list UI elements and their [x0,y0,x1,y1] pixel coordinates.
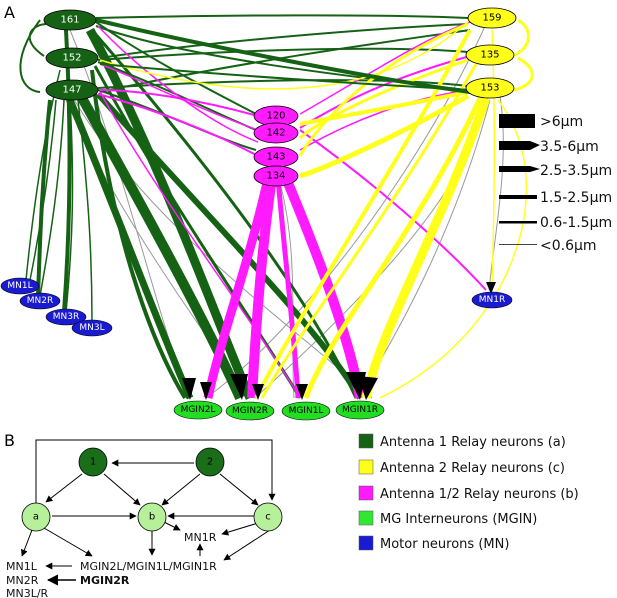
panel-letter-b: B [4,431,15,450]
width-legend-bar-6 [499,244,537,245]
schem-target-mn1r: MN1R [184,531,217,544]
mgin-nodes: MGIN2L MGIN2R MGIN1L MGIN1R [173,400,385,421]
color-legend-label-2: Antenna 2 Relay neurons (c) [380,461,565,476]
node-label-152: 152 [62,53,81,64]
network-edges [19,14,534,401]
schem-node-b: b [149,512,155,523]
schem-target-mn2r: MN2R [6,574,39,587]
node-label-147: 147 [62,85,81,96]
color-legend-label-5: Motor neurons (MN) [380,537,509,552]
panel-letter-a: A [4,3,15,22]
schem-target-mgin-all: MGIN2L/MGIN1L/MGIN1R [80,560,217,573]
width-legend-label-2: 3.5-6μm [540,139,599,155]
color-legend-label-1: Antenna 1 Relay neurons (a) [380,435,566,450]
node-label-134: 134 [266,171,285,182]
schem-target-mgin2r: MGIN2R [80,574,130,587]
width-legend-label-3: 2.5-3.5μm [540,163,612,179]
a2-nodes: 159 135 153 [465,7,517,99]
color-legend: Antenna 1 Relay neurons (a) Antenna 2 Re… [358,433,579,552]
width-legend-label-4: 1.5-2.5μm [540,190,612,206]
node-label-120: 120 [266,111,285,122]
schem-node-1: 1 [90,457,96,468]
width-legend-bar-4 [499,195,537,199]
mgin-arrowheads [182,282,496,400]
width-legend-bar-1 [499,114,535,128]
color-legend-swatch-4 [358,510,374,526]
schem-node-c: c [265,512,271,523]
width-legend-bar-5 [499,221,537,224]
node-label-161: 161 [60,15,79,26]
color-legend-swatch-1 [358,433,374,449]
width-legend-label-1: >6μm [540,114,583,130]
node-label-mgin2r: MGIN2R [232,406,268,416]
node-label-mgin2l: MGIN2L [181,405,216,415]
node-label-mn3l: MN3L [79,323,104,333]
node-label-mn2r: MN2R [27,296,53,306]
node-label-mn1l: MN1L [7,281,32,291]
mn-nodes: MN1L MN2R MN3R MN3L MN1R [0,277,513,337]
schem-target-mn3lr: MN3L/R [6,587,49,598]
a1-nodes: 161 152 147 [43,9,99,101]
schem-node-2: 2 [207,457,213,468]
width-legend-bar-2 [499,141,540,150]
schem-node-a: a [33,512,39,523]
node-label-mn1r: MN1R [479,295,505,305]
node-label-159: 159 [482,13,501,24]
color-legend-label-4: MG Interneurons (MGIN) [380,512,537,527]
node-label-142: 142 [266,128,285,139]
node-label-153: 153 [480,83,499,94]
schem-target-mn1l: MN1L [6,560,38,573]
node-label-mn3r: MN3R [53,312,79,322]
width-legend: >6μm 3.5-6μm 2.5-3.5μm 1.5-2.5μm 0.6-1.5… [499,114,612,254]
a12-nodes: 120 142 143 134 [253,105,299,187]
width-legend-label-6: <0.6μm [540,238,597,254]
color-legend-swatch-3 [358,485,374,501]
color-legend-label-3: Antenna 1/2 Relay neurons (b) [380,487,579,502]
schematic: 1 2 a b c MN1R MGIN2L/MGIN1L/MGIN1R MN1L… [6,439,283,598]
node-label-mgin1r: MGIN1R [342,405,378,415]
color-legend-swatch-2 [358,459,374,475]
width-legend-bar-3 [499,166,540,172]
width-legend-label-5: 0.6-1.5μm [540,215,612,231]
node-label-135: 135 [480,50,499,61]
node-label-143: 143 [266,152,285,163]
node-label-mgin1l: MGIN1L [289,406,324,416]
color-legend-swatch-5 [358,535,374,551]
